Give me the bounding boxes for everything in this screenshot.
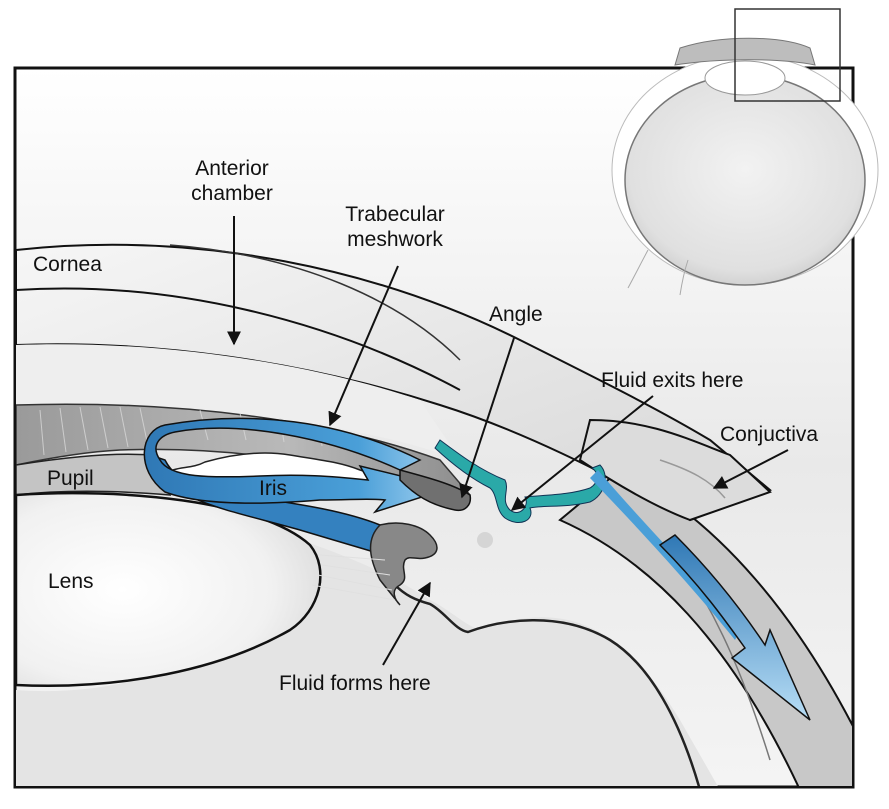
blue-outflow-channel (590, 470, 740, 640)
arrow-trabecular (328, 265, 399, 427)
inset-eye (611, 8, 879, 296)
zonule-fibers (311, 554, 396, 601)
label-anterior-chamber: Anterior chamber (172, 156, 292, 206)
label-anterior-line2: chamber (191, 182, 273, 205)
label-cornea: Cornea (33, 253, 102, 276)
ciliary-outline (394, 584, 701, 786)
arrow-fluid-exits (510, 395, 654, 511)
ciliary-body (16, 540, 718, 786)
sphere-marker (477, 532, 493, 548)
label-angle: Angle (489, 303, 543, 326)
label-lens: Lens (48, 570, 94, 593)
inset-highlight-box (734, 8, 841, 102)
drainage-canal (434, 439, 606, 523)
fluid-flow-arrow (143, 417, 453, 514)
label-fluid-forms: Fluid forms here (279, 672, 431, 695)
angle-wedge (399, 469, 472, 512)
cornea-inner-layer (16, 287, 461, 391)
label-pupil: Pupil (47, 467, 94, 490)
label-iris: Iris (259, 477, 287, 500)
cornea-layer-line (169, 244, 461, 361)
arrow-fluid-forms (382, 581, 431, 666)
outflow-arrow (658, 534, 811, 721)
arrow-angle (459, 337, 515, 499)
label-trabecular-line2: meshwork (347, 228, 443, 251)
label-trabecular-line1: Trabecular (345, 203, 445, 226)
arrow-conjuctiva (712, 449, 789, 489)
label-trabecular-meshwork: Trabecular meshwork (325, 202, 465, 252)
ciliary-processes (369, 522, 438, 606)
label-fluid-exits: Fluid exits here (601, 369, 744, 392)
label-anterior-line1: Anterior (195, 157, 269, 180)
lens-shape (16, 491, 322, 687)
conjunctiva-line (659, 459, 726, 499)
label-conjuctiva: Conjuctiva (720, 423, 819, 446)
anterior-chamber (16, 344, 460, 460)
sclera (558, 468, 852, 786)
